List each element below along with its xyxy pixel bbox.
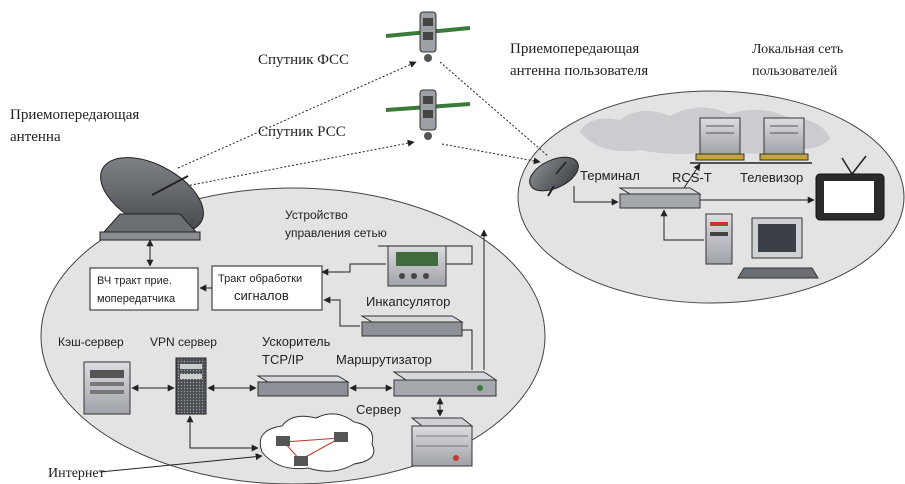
sigproc-label-1: Тракт обработки: [218, 273, 302, 285]
encapsulator-label: Инкапсулятор: [366, 294, 450, 309]
user-antenna-label-2: антенна пользователя: [510, 63, 648, 79]
vpn-server-label: VPN сервер: [150, 335, 217, 349]
router-label: Маршрутизатор: [336, 352, 432, 367]
tv-label: Телевизор: [740, 170, 803, 185]
rf-label-2: мопередатчика: [97, 293, 176, 305]
accelerator-label-2: TCP/IP: [262, 352, 304, 367]
hub-links: [99, 229, 488, 473]
main-server-icon: [410, 417, 474, 467]
hub-antenna-label-2: антенна: [10, 129, 61, 145]
hub-antenna-label-1: Приемопередающая: [10, 107, 139, 123]
satellite-fss-icon: [385, 11, 471, 62]
user-dish-antenna-icon: [529, 156, 579, 197]
sigproc-label-2: сигналов: [234, 288, 289, 303]
rf-transceiver-box: ВЧ тракт прие. мопередатчика: [89, 267, 199, 311]
lan-server-1-icon: [695, 117, 745, 161]
rcs-terminal-icon: [618, 187, 702, 209]
router-icon: [392, 371, 498, 397]
lan-label-1: Локальная сеть: [752, 42, 843, 57]
nms-label-1: Устройство: [285, 208, 348, 222]
internet-cloud-icon: [259, 413, 375, 472]
user-pc-icon: [705, 213, 819, 279]
accelerator-label-1: Ускоритель: [262, 334, 331, 349]
lan-server-2-icon: [759, 117, 809, 161]
internet-label: Интернет: [48, 466, 105, 481]
cache-server-label: Кэш-сервер: [58, 335, 124, 349]
rcs-label: RCS-T: [672, 170, 712, 185]
signal-processing-box: Тракт обработки сигналов: [211, 265, 323, 311]
encapsulator-device-icon: [360, 315, 464, 337]
user-site-links: [573, 163, 815, 241]
nms-label-2: управления сетью: [285, 226, 387, 240]
cache-server-icon: [83, 361, 131, 415]
satellite-pss-icon: [385, 89, 471, 140]
nms-device-icon: [387, 245, 447, 287]
tcp-accelerator-icon: [256, 375, 350, 397]
rf-label-1: ВЧ тракт прие.: [97, 275, 172, 287]
tv-icon: [815, 155, 885, 221]
hub-dish-antenna-icon: [99, 157, 204, 241]
terminal-label: Терминал: [580, 168, 640, 183]
server-label: Сервер: [356, 402, 401, 417]
lan-label-2: пользователей: [752, 64, 838, 79]
user-antenna-label-1: Приемопередающая: [510, 41, 639, 57]
satellite-pss-label: Спутник РСС: [258, 124, 346, 140]
satellite-fss-label: Спутник ФСС: [258, 52, 349, 68]
vpn-server-icon: [175, 357, 207, 415]
satellite-links: [177, 61, 549, 187]
